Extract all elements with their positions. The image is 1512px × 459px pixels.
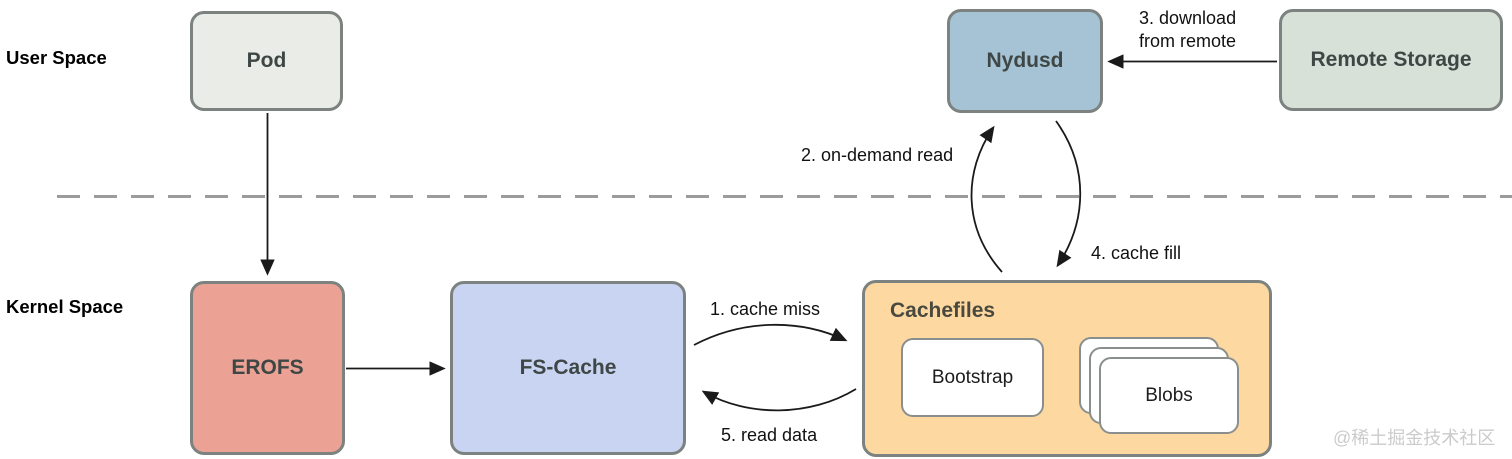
node-bootstrap: Bootstrap (901, 338, 1044, 417)
node-remote-storage: Remote Storage (1279, 9, 1503, 111)
node-erofs-label: EROFS (231, 356, 304, 379)
node-fs-cache: FS-Cache (450, 281, 686, 455)
arrow-cachefiles-to-nydusd-ondemand (970, 125, 1003, 273)
node-erofs: EROFS (190, 281, 345, 455)
node-nydusd-label: Nydusd (986, 49, 1064, 72)
edge-label-cache-miss: 1. cache miss (710, 299, 821, 319)
arrow-nydusd-to-cachefiles-cachefill (1055, 120, 1082, 268)
watermark-text: @稀土掘金技术社区 (1333, 428, 1496, 448)
edge-label-download-from-remote: 3. download from remote (1139, 8, 1237, 52)
node-cachefiles-label: Cachefiles (890, 299, 996, 322)
arrow-cachefiles-to-fscache-readdata (701, 388, 857, 412)
node-blobs-label: Blobs (1145, 384, 1193, 406)
node-bootstrap-label: Bootstrap (931, 366, 1014, 388)
node-blobs: Blobs (1099, 357, 1239, 434)
node-pod-label: Pod (246, 49, 287, 72)
kernel-space-label: Kernel Space (6, 296, 124, 317)
edge-label-cache-fill: 4. cache fill (1091, 243, 1182, 263)
user-space-label: User Space (6, 47, 107, 68)
edge-label-read-data: 5. read data (721, 425, 818, 445)
node-fs-cache-label: FS-Cache (519, 356, 617, 379)
node-cachefiles: Cachefiles Bootstrap Blobs (862, 280, 1272, 457)
node-pod: Pod (190, 11, 343, 111)
edge-label-on-demand-read: 2. on-demand read (801, 145, 954, 165)
arrow-fscache-to-cachefiles-cachemiss (693, 323, 848, 346)
node-remote-storage-label: Remote Storage (1310, 48, 1472, 71)
node-nydusd: Nydusd (947, 9, 1103, 113)
